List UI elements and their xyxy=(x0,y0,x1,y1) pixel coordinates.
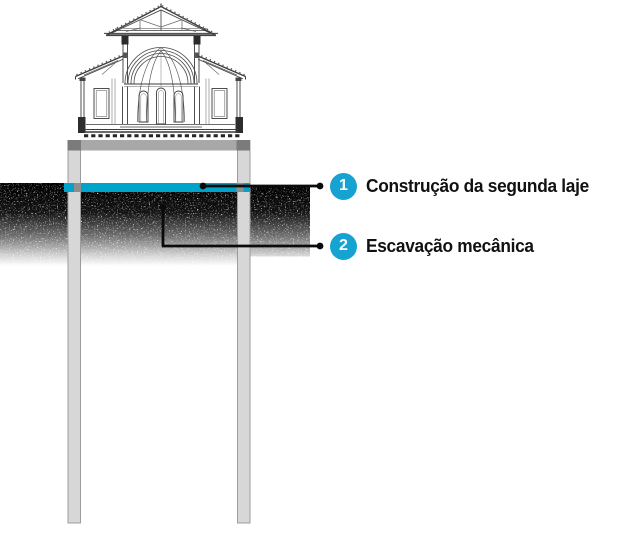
right-wall-cap xyxy=(236,140,250,151)
soil-left xyxy=(0,187,68,265)
callout-2-label: Escavação mecânica xyxy=(366,235,534,256)
leader-line-2 xyxy=(161,207,320,248)
leader-dot-2-end xyxy=(316,242,324,250)
left-wall-cap xyxy=(67,140,81,151)
leader-dot-1-end xyxy=(316,182,324,190)
diaphragm-walls xyxy=(67,149,251,524)
ground-cap-slab xyxy=(67,140,251,151)
leader-lines xyxy=(159,182,324,250)
leader-dot-1-start xyxy=(199,182,207,190)
slab-wall-crossing-right xyxy=(236,183,244,192)
callout-2-badge: 2 xyxy=(330,232,357,260)
callout-1-badge: 1 xyxy=(330,172,357,200)
left-diaphragm-wall xyxy=(67,149,81,524)
callout-1-number: 1 xyxy=(339,177,348,194)
roof-battens xyxy=(108,4,214,34)
leader-dot-2-start xyxy=(159,203,167,211)
soil-ground xyxy=(0,187,307,268)
soil-right xyxy=(250,189,307,253)
soil-middle xyxy=(81,192,237,268)
right-diaphragm-wall xyxy=(237,149,251,524)
callout-2: 2 Escavação mecânica xyxy=(330,232,541,260)
callout-1-label: Construção da segunda laje xyxy=(366,175,589,196)
slab-wall-crossing-left xyxy=(74,183,81,192)
callout-1: 1 Construção da segunda laje xyxy=(330,172,598,200)
second-slab xyxy=(64,183,250,192)
church-drawing xyxy=(75,3,246,138)
dome-ribs xyxy=(137,47,185,123)
callout-2-number: 2 xyxy=(339,237,348,254)
